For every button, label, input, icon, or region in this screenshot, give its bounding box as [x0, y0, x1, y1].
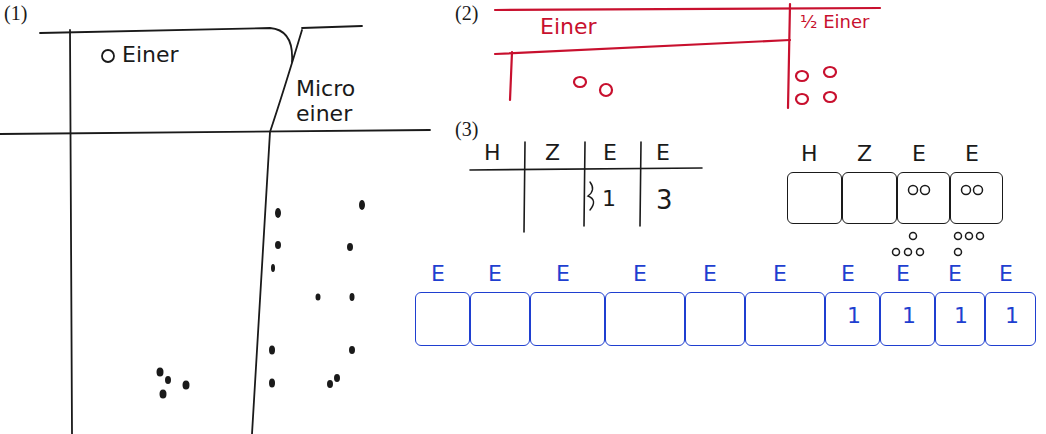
table-cell: E [656, 140, 670, 165]
column-heading: E [999, 261, 1013, 286]
table-cell: 1 [602, 186, 616, 211]
panel-number: (1) [4, 2, 27, 25]
place-value-box: E1 [985, 292, 1036, 346]
place-value-box: E1 [825, 292, 880, 346]
table-cell: E [603, 140, 617, 165]
place-value-box: E [470, 292, 530, 346]
column-heading: Z [857, 141, 872, 166]
region: Einer [72, 36, 262, 434]
panel-2-lines [495, 4, 880, 108]
column-heading: E [841, 261, 855, 286]
column-heading: E [948, 261, 962, 286]
region-label: Einer [540, 14, 597, 39]
column-heading: E [703, 261, 717, 286]
column-heading: E [912, 141, 926, 166]
column-heading: E [488, 261, 502, 286]
place-value-box: E [685, 292, 745, 346]
region: Einer [512, 10, 788, 102]
panel-number: (3) [455, 118, 478, 141]
digit: 1 [902, 303, 916, 328]
place-value-box: H [787, 172, 842, 224]
table-cell: Z [545, 140, 560, 165]
table-cell: H [484, 140, 501, 165]
column-heading: H [801, 141, 818, 166]
panel-1-dots [157, 200, 366, 399]
region-label: Einer [122, 42, 179, 67]
place-value-box: E [530, 292, 605, 346]
place-value-box: E [745, 292, 825, 346]
column-heading: E [556, 261, 570, 286]
column-heading: E [896, 261, 910, 286]
place-value-box: E1 [935, 292, 985, 346]
column-heading: E [773, 261, 787, 286]
table-cell: 3 [656, 186, 673, 216]
place-value-box: E [415, 292, 470, 346]
place-value-box: E [605, 292, 685, 346]
place-value-box: E [897, 172, 950, 224]
region-label: ½ Einer [800, 12, 869, 33]
counter-circles [893, 186, 984, 256]
column-heading: E [431, 261, 445, 286]
region-label: Micro einer [296, 76, 368, 127]
place-value-box: E1 [880, 292, 935, 346]
digit: 1 [847, 303, 861, 328]
digit: 1 [954, 303, 968, 328]
column-heading: E [965, 141, 979, 166]
column-heading: E [633, 261, 647, 286]
region: Micro einer [262, 20, 430, 434]
digit: 1 [1005, 303, 1019, 328]
place-value-box: E [950, 172, 1003, 224]
place-value-box: Z [842, 172, 897, 224]
panel-1-lines [0, 26, 430, 434]
region: ½ Einer [790, 8, 890, 108]
panel-number: (2) [455, 2, 478, 25]
